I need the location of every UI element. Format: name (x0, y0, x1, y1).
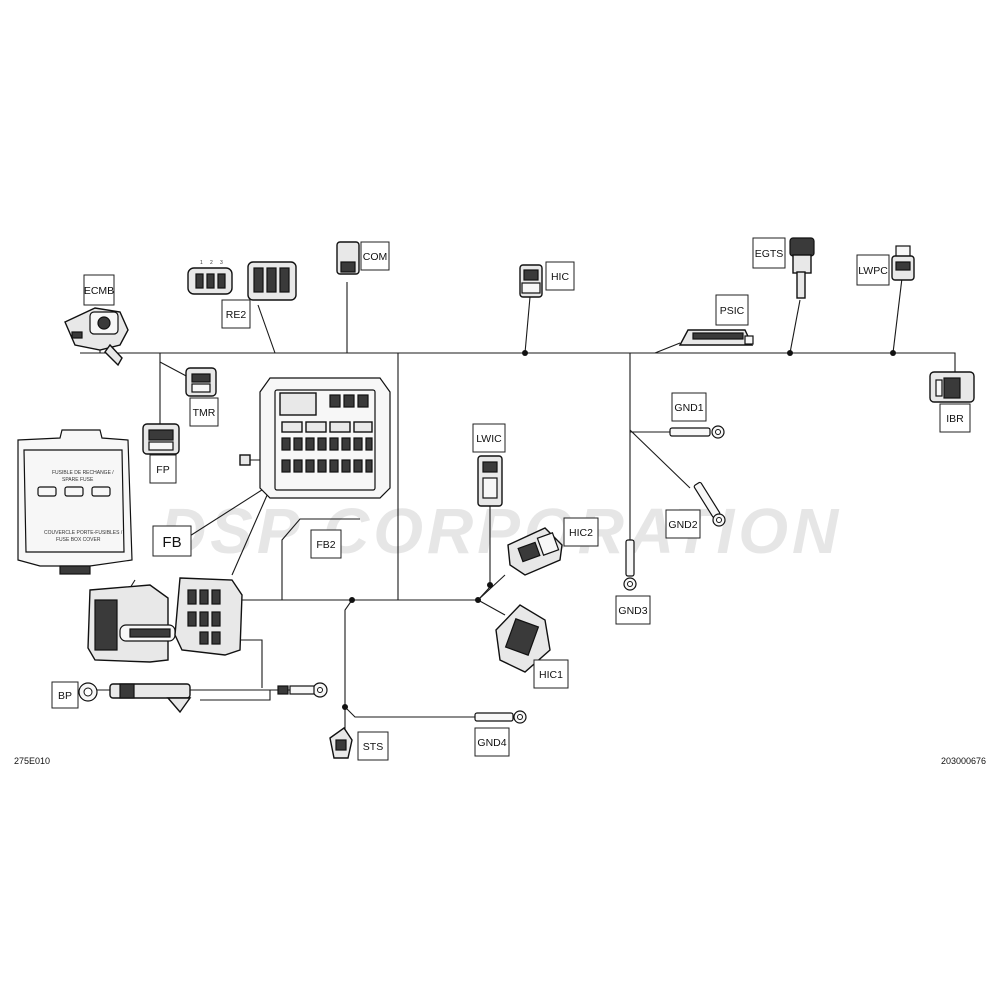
fb-connector-block-drawing (87, 577, 243, 663)
label-gnd3: GND3 (615, 595, 651, 625)
junction-node (475, 597, 481, 603)
label-egts: EGTS (752, 237, 786, 269)
label-lwic: LWIC (472, 423, 506, 453)
label-hic: HIC (545, 261, 575, 291)
svg-text:HIC2: HIC2 (569, 527, 593, 539)
fuse-cover-text: FUSE BOX COVER (56, 537, 101, 543)
label-ecmb: ECMB (83, 274, 115, 306)
svg-text:FP: FP (156, 464, 169, 476)
com-connector-drawing (336, 241, 360, 275)
label-hic1: HIC1 (533, 659, 569, 689)
label-gnd4: GND4 (474, 727, 510, 757)
label-psic: PSIC (715, 294, 749, 326)
label-bp: BP (51, 681, 79, 709)
svg-text:IBR: IBR (946, 413, 964, 425)
reference-right: 203000676 (941, 756, 986, 766)
egts-sensor-drawing (789, 237, 815, 299)
svg-text:GND1: GND1 (674, 402, 703, 414)
svg-text:FB: FB (162, 534, 181, 551)
psic-sensor-drawing (678, 329, 754, 346)
svg-text:TMR: TMR (193, 407, 216, 419)
svg-text:GND4: GND4 (477, 737, 506, 749)
label-gnd2: GND2 (665, 509, 701, 539)
tmr-connector-drawing (185, 367, 217, 397)
svg-text:PSIC: PSIC (720, 305, 745, 317)
bp-cable-drawing (78, 682, 328, 714)
junction-node (890, 350, 896, 356)
svg-text:HIC: HIC (551, 271, 570, 283)
fuse-box-cover-drawing: FUSIBLE DE RECHANGE / SPARE FUSE COUVERC… (17, 429, 133, 575)
junction-node (342, 704, 348, 710)
junction-node (522, 350, 528, 356)
main-fuse-box-drawing (239, 377, 391, 499)
re2-connector-drawing: 1 2 3 (187, 260, 297, 301)
sts-sensor-drawing (329, 727, 353, 759)
fuse-cover-text: FUSIBLE DE RECHANGE / (52, 470, 114, 476)
pin-number: 3 (220, 260, 223, 266)
gnd1-terminal-drawing (669, 425, 725, 439)
watermark: DSP CORPORATION (160, 495, 842, 567)
label-com: COM (360, 241, 390, 271)
junction-node (487, 582, 493, 588)
svg-text:GND3: GND3 (618, 605, 647, 617)
harness-wires (80, 277, 956, 745)
svg-text:ECMB: ECMB (84, 285, 114, 297)
pin-number: 1 (200, 260, 203, 266)
label-ibr: IBR (939, 403, 971, 433)
junction-node (349, 597, 355, 603)
svg-text:EGTS: EGTS (755, 248, 784, 260)
lwpc-connector-drawing (891, 245, 915, 281)
label-hic2: HIC2 (563, 517, 599, 547)
svg-text:LWPC: LWPC (858, 265, 888, 277)
junction-nodes (342, 350, 896, 710)
hic2-connector-drawing (507, 527, 563, 576)
hic-connector-drawing (519, 264, 543, 298)
fuse-cover-text: COUVERCLE PORTE-FUSIBLES / (44, 530, 123, 536)
label-re2: RE2 (221, 299, 251, 329)
label-lwpc: LWPC (856, 254, 890, 286)
fuse-cover-text: SPARE FUSE (62, 477, 94, 483)
label-fp: FP (149, 454, 177, 484)
ecmb-connector-drawing (64, 307, 129, 367)
svg-text:STS: STS (363, 741, 383, 753)
label-gnd1: GND1 (671, 392, 707, 422)
labels: ECMB RE2 COM HIC EGTS LWPC PSIC IBR (51, 237, 971, 761)
reference-left: 275E010 (14, 756, 50, 766)
fp-connector-drawing (142, 423, 180, 455)
gnd2-terminal-drawing (693, 481, 726, 527)
hic1-connector-drawing (495, 604, 551, 673)
ibr-connector-drawing (929, 371, 975, 403)
svg-text:COM: COM (363, 251, 388, 263)
label-fb2: FB2 (310, 529, 342, 559)
svg-text:HIC1: HIC1 (539, 669, 563, 681)
label-fb: FB (152, 525, 192, 557)
fuse-slots (281, 394, 373, 473)
svg-text:GND2: GND2 (668, 519, 697, 531)
pin-number: 2 (210, 260, 213, 266)
svg-text:LWIC: LWIC (476, 433, 502, 445)
svg-text:FB2: FB2 (316, 539, 335, 551)
gnd4-terminal-drawing (474, 710, 527, 724)
gnd3-terminal-drawing (623, 539, 637, 591)
svg-text:RE2: RE2 (226, 309, 247, 321)
label-sts: STS (357, 731, 389, 761)
junction-node (787, 350, 793, 356)
lwic-connector-drawing (477, 455, 503, 507)
svg-text:BP: BP (58, 690, 72, 702)
label-tmr: TMR (189, 397, 219, 427)
